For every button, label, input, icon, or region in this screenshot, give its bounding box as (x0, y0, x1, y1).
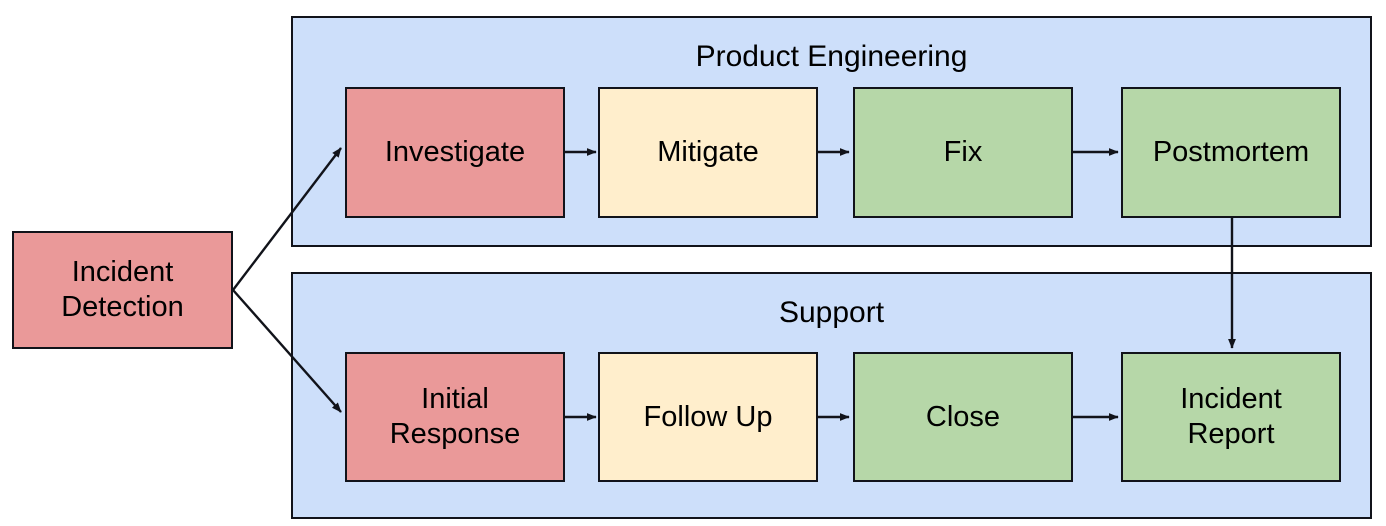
node-label-line-2: Report (1187, 418, 1275, 450)
node-incident-report[interactable]: Incident Report (1121, 352, 1341, 482)
node-follow-up[interactable]: Follow Up (598, 352, 818, 482)
node-label-mitigate: Mitigate (657, 136, 759, 168)
node-label-line-1: Initial (421, 383, 489, 415)
node-initial-response[interactable]: Initial Response (345, 352, 565, 482)
node-mitigate[interactable]: Mitigate (598, 87, 818, 218)
node-postmortem[interactable]: Postmortem (1121, 87, 1341, 218)
node-label-incident-report: Incident Report (1180, 382, 1282, 452)
swimlane-title-support: Support (778, 296, 885, 329)
node-fix[interactable]: Fix (853, 87, 1073, 218)
node-label-follow-up: Follow Up (643, 400, 773, 433)
node-label-postmortem: Postmortem (1152, 136, 1310, 168)
node-label-incident-detection: Incident Detection (61, 255, 184, 325)
node-label-line-2: Response (389, 418, 521, 450)
node-label-line-2: Detection (61, 291, 184, 323)
node-label-line-1: Incident (71, 256, 174, 288)
node-label-close: Close (925, 400, 1001, 433)
node-label-initial-response: Initial Response (390, 382, 521, 452)
node-label-investigate: Investigate (384, 136, 526, 168)
node-close[interactable]: Close (853, 352, 1073, 482)
node-investigate[interactable]: Investigate (345, 87, 565, 218)
node-label-line-1: Incident (1180, 383, 1282, 415)
swimlane-title-product-engineering: Product Engineering (695, 40, 968, 73)
node-label-fix: Fix (943, 136, 983, 168)
node-incident-detection[interactable]: Incident Detection (12, 231, 233, 349)
